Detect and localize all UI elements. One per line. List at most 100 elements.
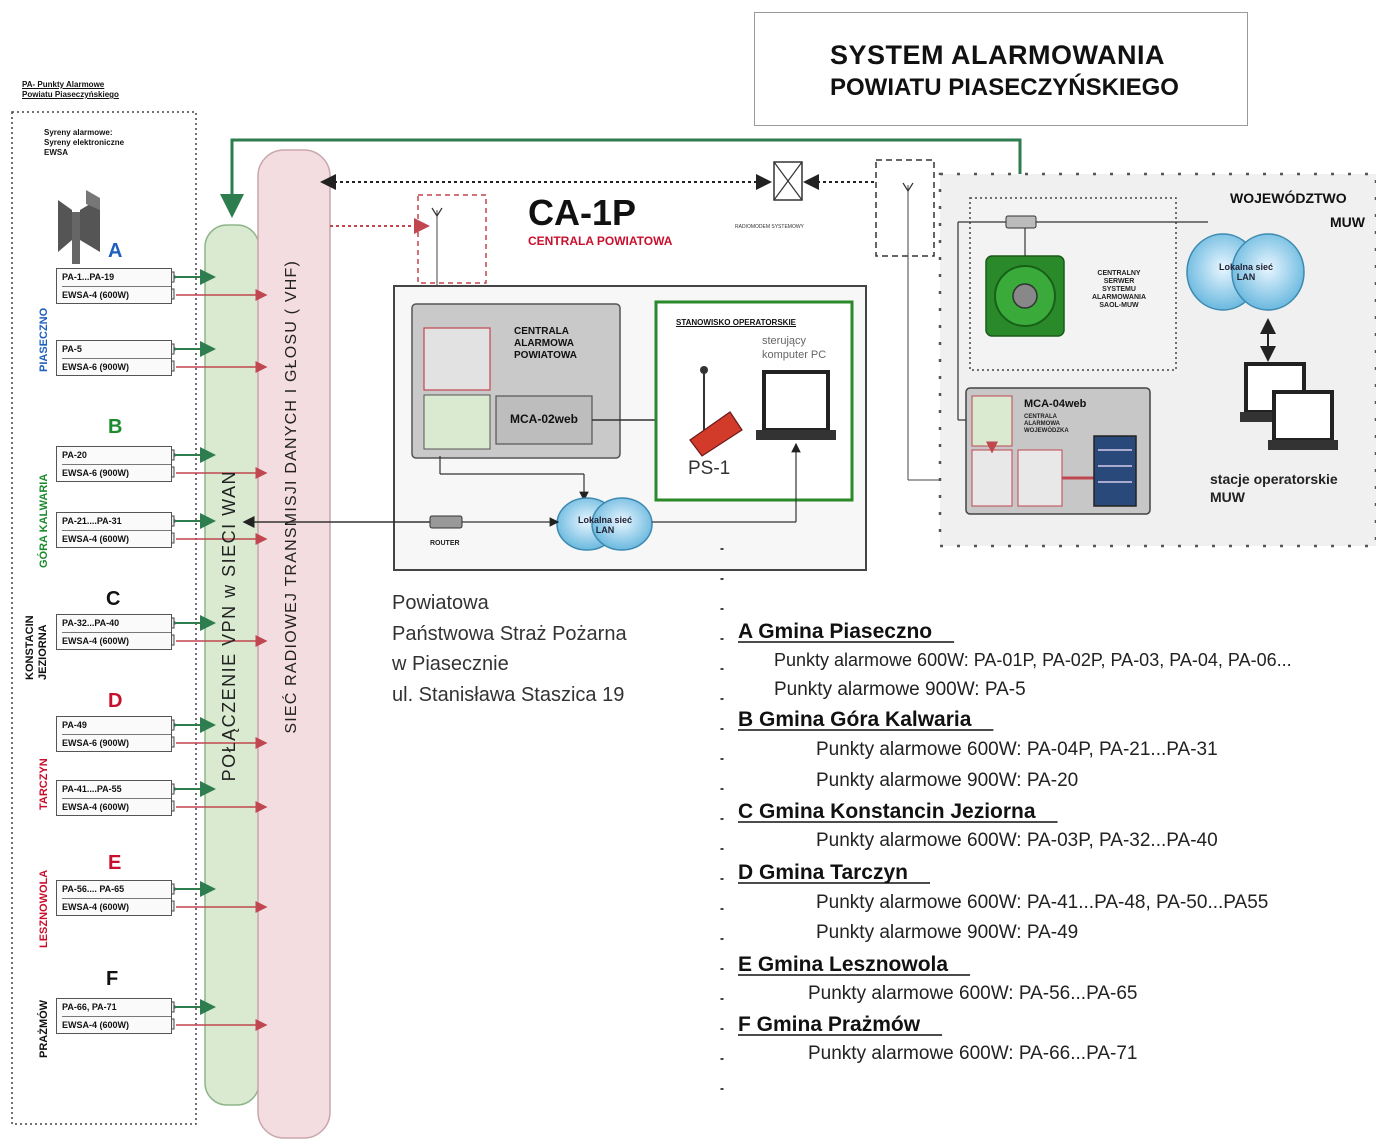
operator-stations-2: MUW [1210,489,1245,505]
muw-mca-sub-1: CENTRALA [1024,414,1057,420]
pa-box-c1: PA-32...PA-40 EWSA-4 (600W) [56,614,172,650]
ca-lan-2: LAN [595,525,615,535]
muw-antenna-box [875,159,935,257]
pa-box-d2-l2: EWSA-4 (600W) [62,802,130,812]
group-label-d: TARCZYN [38,758,50,810]
muw-heading: WOJEWÓDZTWO [1230,190,1347,206]
gmina-d-line-1: Punkty alarmowe 600W: PA-41...PA-48, PA-… [816,892,1269,913]
gmina-f-line-1: Punkty alarmowe 600W: PA-66...PA-71 [808,1043,1138,1064]
pa-box-c1-l1: PA-32...PA-40 [62,615,171,633]
gmina-c-line-1: Punkty alarmowe 600W: PA-03P, PA-32...PA… [816,830,1218,851]
pc-label: sterujący komputer PC [762,334,826,362]
ca-lan-label: Lokalna sieć LAN [572,515,638,535]
pa-box-b1-l2: EWSA-6 (900W) [62,468,130,478]
gmina-f-head: F Gmina Prażmów [738,1013,921,1036]
muw-server-1: CENTRALNY [1097,270,1141,277]
pa-box-b1: PA-20 EWSA-6 (900W) [56,446,172,482]
muw-server-label: CENTRALNY SERWER SYSTEMU ALARMOWANIA SAO… [1080,270,1158,310]
gmina-e-head: E Gmina Lesznowola [738,953,949,976]
ca-central-1: CENTRALA [514,326,569,337]
pa-box-d1-l1: PA-49 [62,717,171,735]
group-label-a: PIASECZNO [38,307,50,372]
pa-box-a2: PA-5 EWSA-6 (900W) [56,340,172,376]
gmina-e-line-1: Punkty alarmowe 600W: PA-56...PA-65 [808,983,1138,1004]
siren-legend-3: EWSA [44,148,68,157]
muw-server-2: SERWER [1103,278,1135,285]
address-line-1: Powiatowa [392,592,489,614]
siren-legend: Syreny alarmowe: Syreny elektroniczne EW… [44,128,124,158]
pa-box-e1-l1: PA-56.... PA-65 [62,881,171,899]
pa-box-f1-l1: PA-66, PA-71 [62,999,171,1017]
muw-lan-2: LAN [1236,272,1256,282]
pc-label-2: komputer PC [762,349,827,361]
ca-title: CA-1P [528,192,637,233]
group-label-b: GÓRA KALWARIA [38,473,50,568]
ps1-console [689,411,743,457]
title-line-2: POWIATU PIASECZYŃSKIEGO [830,74,1179,101]
address-line-4: ul. Stanisława Staszica 19 [392,683,625,706]
ca-central-3: POWIATOWA [514,350,577,361]
ca-mca-label: MCA-02web [510,412,579,426]
pa-box-a1: PA-1...PA-19 EWSA-4 (600W) [56,268,172,304]
muw-subheading: MUW [1330,214,1365,230]
muw-server-4: SAOL-MUW [1099,302,1139,309]
pa-box-e1-l2: EWSA-4 (600W) [62,902,130,912]
pa-box-f1: PA-66, PA-71 EWSA-4 (600W) [56,998,172,1034]
address-block: Powiatowa Państwowa Straż Pożarna w Pias… [392,588,627,710]
operator-stations-1: stacje operatorskie [1210,471,1338,487]
pa-box-d2-l1: PA-41....PA-55 [62,781,171,799]
pa-box-b2-l2: EWSA-4 (600W) [62,534,130,544]
group-label-c: KONSTACIN JEZIORNA [24,615,49,680]
siren-icon [58,190,100,264]
muw-mca-sub-2: ALARMOWA [1024,421,1060,427]
pc-label-1: sterujący [762,335,807,347]
ca-subtitle: CENTRALA POWIATOWA [528,234,673,248]
ca-router-label: ROUTER [430,540,460,547]
gmina-c-head: C Gmina Konstancin Jeziorna [738,800,1036,823]
legend-heading-2: Powiatu Piaseczyńskiego [22,90,119,99]
pa-box-d1: PA-49 EWSA-6 (900W) [56,716,172,752]
title-line-1: SYSTEM ALARMOWANIA [830,40,1165,70]
group-letter-c: C [106,588,121,610]
gmina-a-line-2: Punkty alarmowe 900W: PA-5 [774,679,1026,700]
title-frame [754,12,1248,126]
pa-box-b2: PA-21....PA-31 EWSA-4 (600W) [56,512,172,548]
group-label-e: LESZNOWOLA [38,869,50,948]
pa-box-f1-l2: EWSA-4 (600W) [62,1020,130,1030]
station-heading: STANOWISKO OPERATORSKIE [676,318,797,327]
address-line-2: Państwowa Straż Pożarna [392,622,627,645]
pa-box-a2-l2: EWSA-6 (900W) [62,362,130,372]
operator-station [654,300,854,502]
ca-antenna-box [417,194,487,284]
gmina-b-line-1: Punkty alarmowe 600W: PA-04P, PA-21...PA… [816,739,1218,760]
gmina-d-line-2: Punkty alarmowe 900W: PA-49 [816,922,1079,943]
pa-box-b1-l1: PA-20 [62,447,171,465]
gmina-d-head: D Gmina Tarczyn [738,861,908,884]
pa-box-d1-l2: EWSA-6 (900W) [62,738,130,748]
pa-box-d2: PA-41....PA-55 EWSA-4 (600W) [56,780,172,816]
radio-band-label: SIEĆ RADIOWEJ TRANSMISJI DANYCH I GŁOSU … [283,260,300,734]
group-letter-a: A [108,240,123,262]
operator-stations-label: stacje operatorskie MUW [1210,470,1338,506]
group-letter-d: D [108,690,123,712]
group-letter-b: B [108,416,123,438]
muw-mca-sub: CENTRALA ALARMOWA WOJEWÓDZKA [1024,414,1069,435]
ps1-label: PS-1 [688,458,731,479]
gmina-b-head: B Gmina Góra Kalwaria [738,708,972,731]
muw-mca-label: MCA-04web [1024,398,1087,410]
gmina-a-head: A Gmina Piaseczno [738,620,933,643]
pa-box-b2-l1: PA-21....PA-31 [62,513,171,531]
address-line-3: w Piasecznie [392,653,509,675]
muw-monitor-2 [1272,390,1334,442]
siren-legend-1: Syreny alarmowe: [44,128,113,137]
muw-server-3: SYSTEMU ALARMOWANIA [1091,286,1147,301]
legend-heading-1: PA- Punkty Alarmowe [22,80,105,89]
group-label-f: PRAŻMÓW [38,999,50,1058]
gmina-b-line-2: Punkty alarmowe 900W: PA-20 [816,770,1079,791]
muw-lan-label: Lokalna sieć LAN [1206,262,1286,282]
ca-central-label: CENTRALA ALARMOWA POWIATOWA [514,326,577,362]
gmina-a-line-1: Punkty alarmowe 600W: PA-01P, PA-02P, PA… [774,650,1292,670]
muw-lan-1: Lokalna sieć [1218,262,1274,272]
muw-mca-sub-3: WOJEWÓDZKA [1024,428,1069,434]
